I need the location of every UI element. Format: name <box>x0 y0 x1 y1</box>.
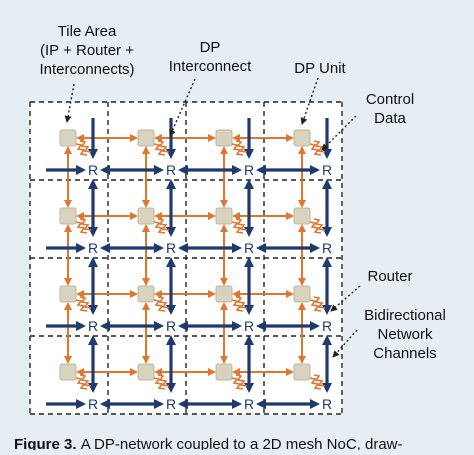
router-mark: R <box>166 318 176 334</box>
control-data-zigzag <box>79 140 92 153</box>
pointer-tile-area <box>64 83 75 123</box>
router-mark: R <box>166 396 176 412</box>
label-control-data-line-1: Control <box>365 91 415 108</box>
label-dp-unit: DP Unit <box>275 59 365 78</box>
control-data-zigzag <box>157 140 170 153</box>
dp-unit <box>215 129 233 147</box>
label-router-text: Router <box>367 268 413 285</box>
control-data-zigzag <box>231 143 244 156</box>
control-data-zigzag <box>235 374 248 387</box>
dp-unit <box>293 207 311 225</box>
dp-unit <box>137 207 155 225</box>
dp-unit <box>137 363 155 381</box>
router-mark: R <box>166 162 176 178</box>
label-tile-area-line-2: (IP + Router + <box>40 42 134 59</box>
control-data-zigzag <box>309 299 322 312</box>
caption-figure-number: Figure 3. <box>14 436 77 450</box>
control-data-zigzag <box>235 296 248 309</box>
router-mark: R <box>88 396 98 412</box>
control-data-zigzag <box>309 143 322 156</box>
label-dp-unit-text: DP Unit <box>294 60 346 77</box>
router-mark: R <box>322 318 332 334</box>
label-tile-area-line-3: Interconnects) <box>39 61 135 78</box>
dp-unit <box>59 129 77 147</box>
label-control-data: Control Data <box>350 90 430 128</box>
router-mark: R <box>244 240 254 256</box>
control-data-zigzag <box>153 221 166 234</box>
router-mark: R <box>244 318 254 334</box>
control-data-zigzag <box>231 221 244 234</box>
router-mark: R <box>244 396 254 412</box>
dp-unit <box>215 363 233 381</box>
dp-unit <box>215 207 233 225</box>
control-data-zigzag <box>235 140 248 153</box>
control-data-zigzag <box>153 377 166 390</box>
figure-caption: Figure 3. A DP-network coupled to a 2D m… <box>0 434 474 450</box>
label-router: Router <box>350 267 430 286</box>
control-data-zigzag <box>313 218 326 231</box>
router-mark: R <box>322 240 332 256</box>
pointer-control-data <box>321 115 357 151</box>
control-data-zigzag <box>75 143 88 156</box>
label-dp-interconnect: DP Interconnect <box>150 38 270 76</box>
control-data-zigzag <box>231 299 244 312</box>
dp-unit <box>137 129 155 147</box>
control-data-zigzag <box>153 299 166 312</box>
pointer-dp-unit <box>300 77 319 125</box>
router-mark: R <box>88 318 98 334</box>
mesh-layer: R R R R R R R R R R R R R R R R <box>29 101 343 415</box>
pointer-layer <box>64 77 361 358</box>
label-dp-interconnect-line-1: DP <box>199 39 221 56</box>
router-mark: R <box>244 162 254 178</box>
dp-unit <box>137 285 155 303</box>
router-mark: R <box>88 240 98 256</box>
pointer-router <box>330 285 361 312</box>
control-data-zigzag <box>79 296 92 309</box>
label-control-data-line-2: Data <box>374 110 406 127</box>
control-data-zigzag <box>75 299 88 312</box>
dp-unit <box>59 285 77 303</box>
dp-unit <box>215 285 233 303</box>
control-data-zigzag <box>231 377 244 390</box>
control-data-zigzag <box>309 377 322 390</box>
control-data-zigzag <box>157 374 170 387</box>
caption-text: A DP-network coupled to a 2D mesh NoC, d… <box>80 436 403 450</box>
control-data-zigzag <box>313 296 326 309</box>
dp-unit <box>293 129 311 147</box>
control-data-zigzag <box>153 143 166 156</box>
router-mark: R <box>88 162 98 178</box>
dp-unit <box>293 363 311 381</box>
control-data-zigzag <box>157 296 170 309</box>
router-mark: R <box>166 240 176 256</box>
dp-unit <box>59 207 77 225</box>
control-data-zigzag <box>313 374 326 387</box>
label-tile-area: Tile Area (IP + Router + Interconnects) <box>12 22 162 79</box>
control-data-zigzag <box>157 218 170 231</box>
pointer-dp-interconnect <box>169 78 196 137</box>
control-data-zigzag <box>75 377 88 390</box>
label-tile-area-line-1: Tile Area <box>57 23 117 40</box>
control-data-zigzag <box>79 218 92 231</box>
control-data-zigzag <box>313 140 326 153</box>
label-bidirectional-line-2: Network <box>377 326 433 343</box>
control-data-zigzag <box>235 218 248 231</box>
label-bidirectional-line-3: Channels <box>373 345 437 362</box>
dp-unit <box>59 363 77 381</box>
control-data-zigzag <box>309 221 322 234</box>
router-mark: R <box>322 162 332 178</box>
label-bidirectional-channels: Bidirectional Network Channels <box>350 306 460 363</box>
label-dp-interconnect-line-2: Interconnect <box>168 58 252 75</box>
control-data-zigzag <box>75 221 88 234</box>
router-mark: R <box>322 396 332 412</box>
pointer-bidirectional <box>332 329 358 358</box>
label-bidirectional-line-1: Bidirectional <box>364 307 446 324</box>
dp-unit <box>293 285 311 303</box>
caption-line: Figure 3. A DP-network coupled to a 2D m… <box>0 434 403 450</box>
control-data-zigzag <box>79 374 92 387</box>
